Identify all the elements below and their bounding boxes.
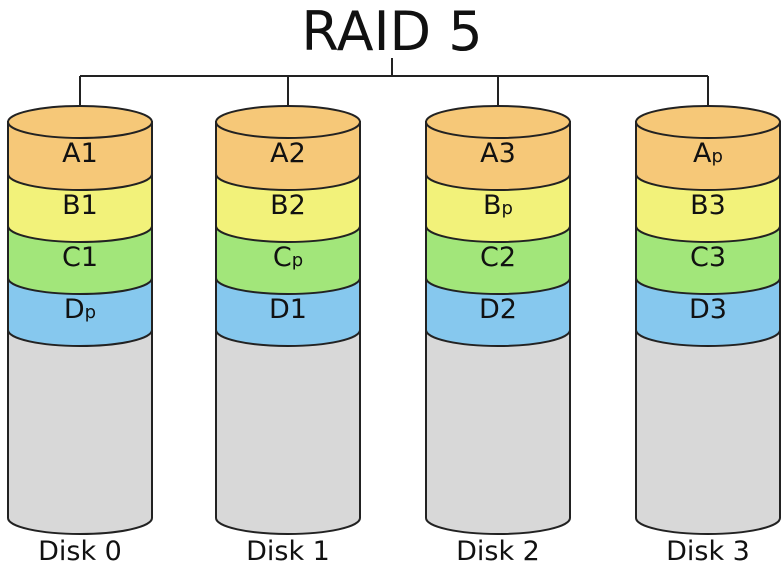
block-label: Cp	[273, 242, 303, 273]
stripe-block	[215, 277, 361, 347]
block-label: D1	[269, 294, 307, 325]
block-label: A1	[62, 138, 98, 169]
stripe-block	[635, 173, 781, 243]
block-label: B1	[62, 190, 98, 221]
disk-body	[215, 329, 361, 535]
stripe-block	[7, 225, 153, 295]
block-label: Ap	[693, 138, 723, 169]
disk-body	[635, 329, 781, 535]
stripe-block	[425, 225, 571, 295]
stripe-block	[635, 225, 781, 295]
block-label: C1	[62, 242, 98, 273]
stripe-block	[7, 173, 153, 243]
stripe-block	[7, 121, 153, 191]
disk-label-1: Disk 1	[246, 536, 330, 567]
disk-body	[425, 329, 571, 535]
diagram-title: RAID 5	[301, 0, 483, 63]
disk-label-2: Disk 2	[456, 536, 540, 567]
stripe-block	[425, 277, 571, 347]
stripe-block	[425, 121, 571, 191]
block-label: Bp	[483, 190, 513, 221]
stripe-block	[215, 121, 361, 191]
block-label: B2	[270, 190, 306, 221]
block-label: A2	[270, 138, 306, 169]
block-label: A3	[480, 138, 516, 169]
stripe-block	[7, 277, 153, 347]
block-label: C2	[480, 242, 516, 273]
stripe-block	[635, 277, 781, 347]
block-label: D3	[689, 294, 727, 325]
stripe-block	[425, 173, 571, 243]
disk-label-0: Disk 0	[38, 536, 122, 567]
stripe-block	[215, 225, 361, 295]
block-label: B3	[690, 190, 726, 221]
block-label: C3	[690, 242, 726, 273]
disk-top-cap	[425, 105, 571, 139]
disk-top-cap	[7, 105, 153, 139]
disk-top-cap	[635, 105, 781, 139]
disk-top-cap	[215, 105, 361, 139]
stripe-block	[635, 121, 781, 191]
stripe-block	[215, 173, 361, 243]
disk-body	[7, 329, 153, 535]
block-label: D2	[479, 294, 517, 325]
disk-label-3: Disk 3	[666, 536, 750, 567]
block-label: Dp	[64, 294, 96, 325]
